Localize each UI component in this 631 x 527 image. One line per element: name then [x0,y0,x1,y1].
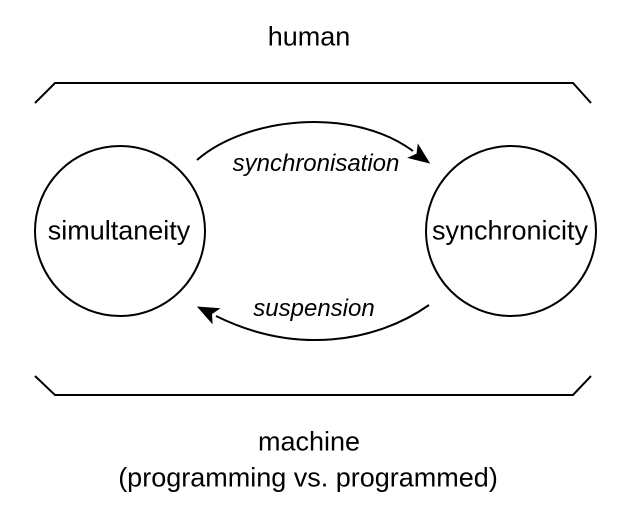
suspension-arrow-label: suspension [253,295,375,323]
synchronisation-arrow-label: synchronisation [232,150,400,178]
synchronisation-arrow [196,120,431,164]
simultaneity-circle [34,145,206,317]
machine-domain-brace [34,375,592,396]
synchronicity-circle [425,145,597,317]
human-domain-brace [34,82,592,104]
machine-domain-label: machine [257,426,361,457]
human-domain-label: human [267,21,351,52]
machine-domain-note: (programming vs. programmed) [118,462,498,493]
simultaneity-node-label: simultaneity [47,215,191,246]
synchronicity-node-label: synchronicity [431,215,589,246]
suspension-arrow [196,304,430,341]
